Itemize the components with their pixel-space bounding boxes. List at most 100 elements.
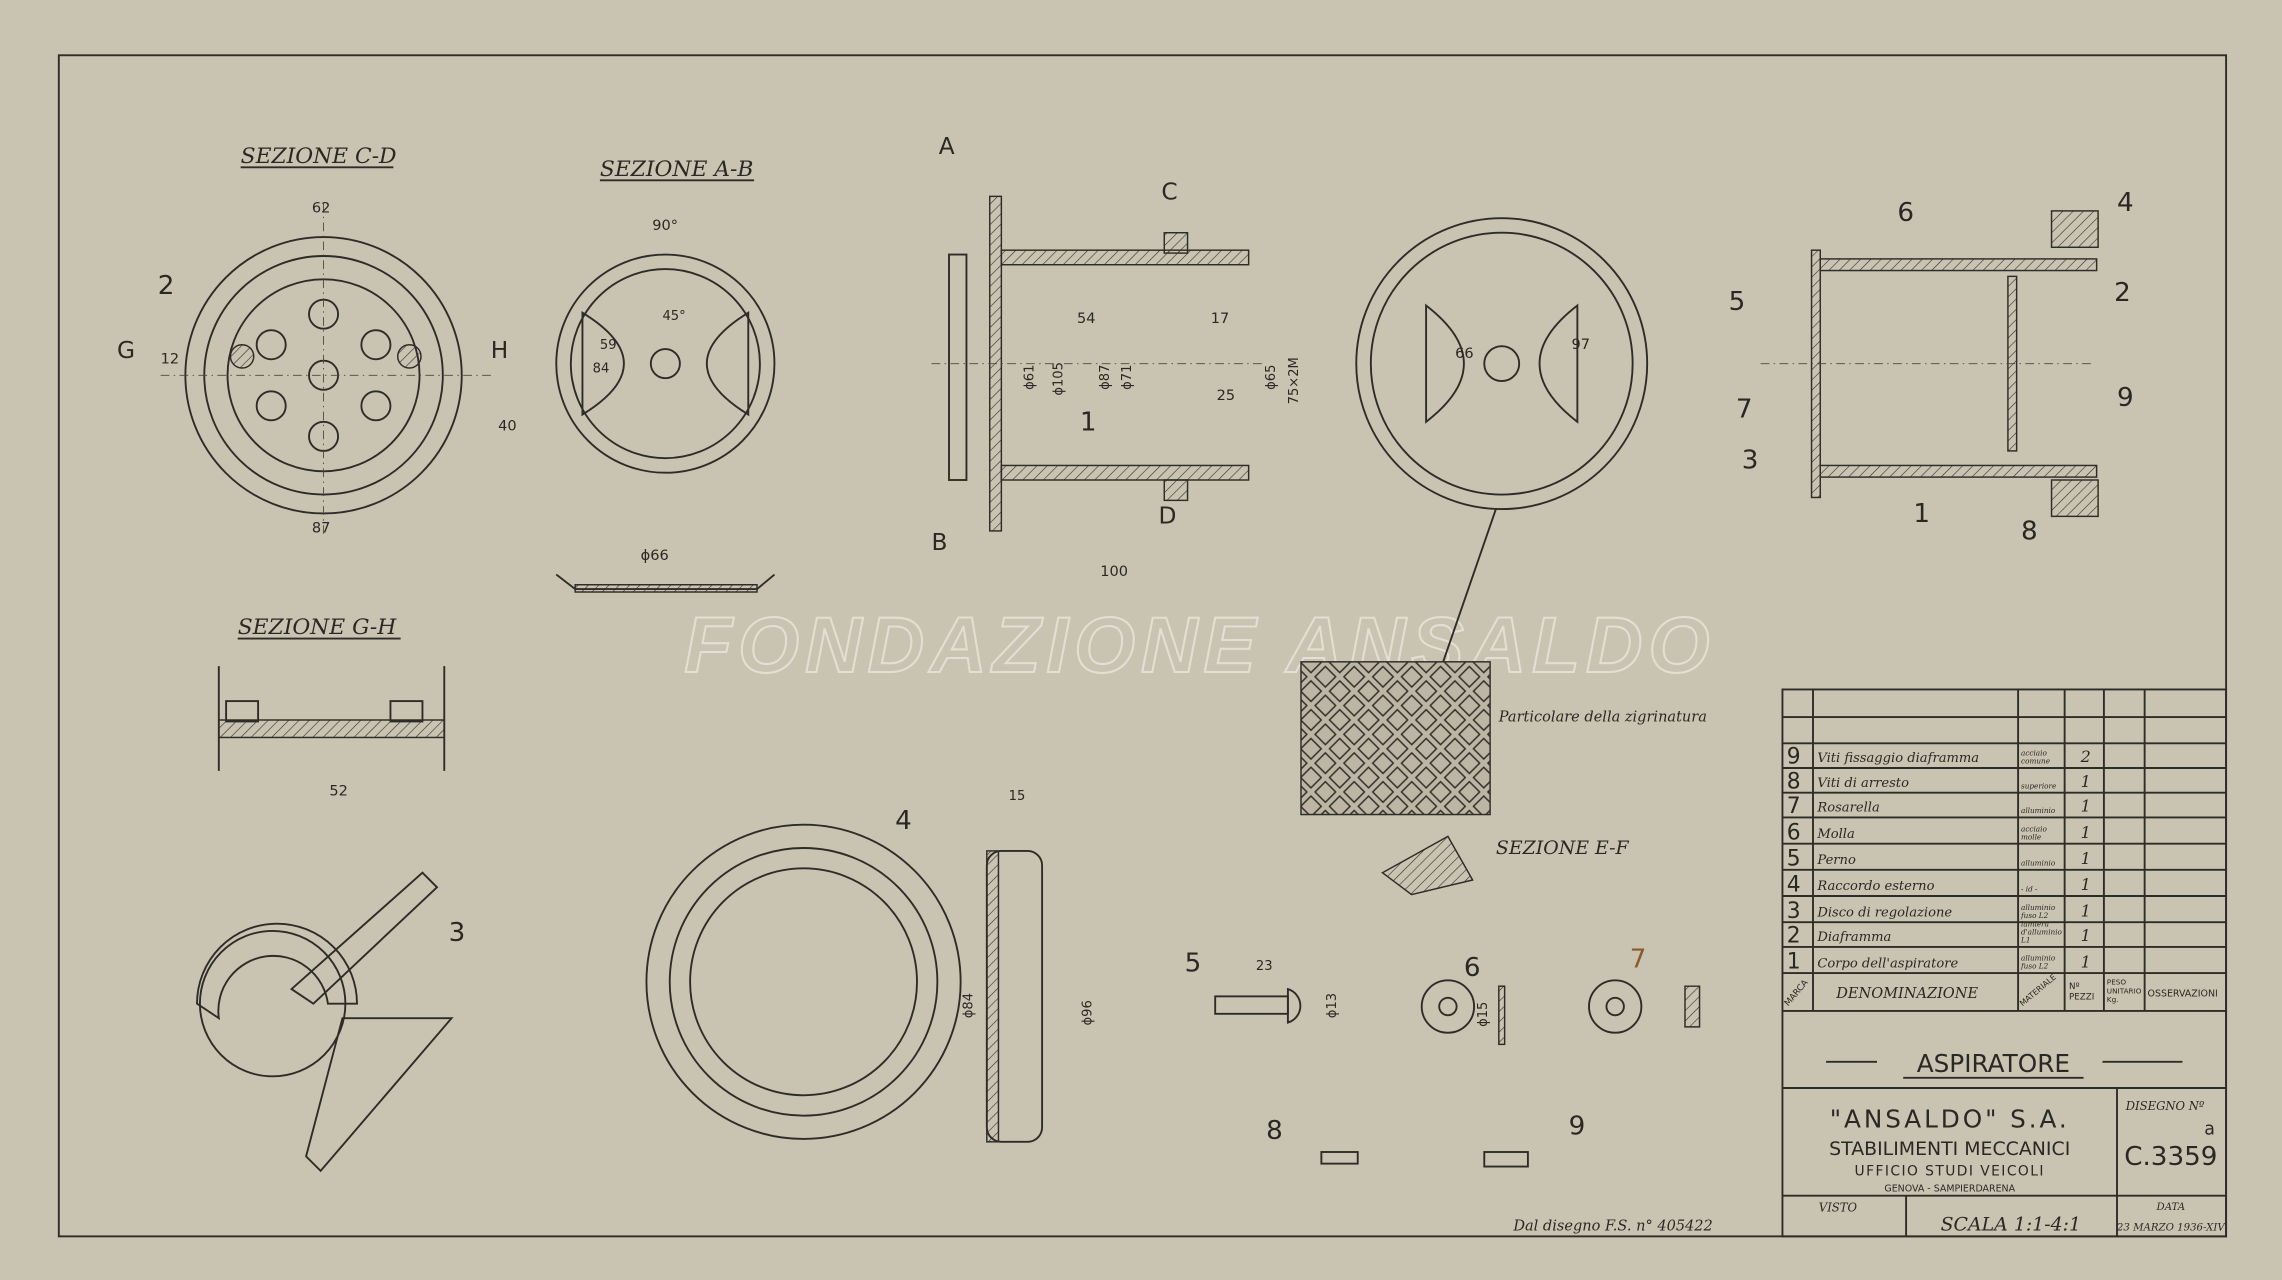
label-3: 3: [449, 918, 466, 948]
section-ef-title: SEZIONE E-F: [1496, 837, 1630, 859]
drawing-border: [57, 54, 2228, 1238]
assembly-label-7: 7: [1736, 394, 1753, 424]
dim-40: 40: [498, 419, 517, 435]
dim-17: 17: [1211, 311, 1230, 327]
assembly-label-4: 4: [2117, 188, 2134, 218]
parts-list-marca: 4: [1787, 873, 1801, 898]
parts-list-marca: 7: [1787, 794, 1801, 819]
dim-phi15: ϕ15: [1476, 1002, 1491, 1027]
parts-list-qty: 1: [2081, 926, 2091, 945]
marker-c: C: [1161, 178, 1177, 205]
view-knurl-detail: Particolare della zigrinatura SEZIONE E-…: [1300, 661, 1707, 896]
assembly-label-8: 8: [2021, 517, 2038, 547]
drawing-title: ASPIRATORE: [1917, 1049, 2070, 1078]
company-name: "ANSALDO" S.A.: [1830, 1104, 2070, 1133]
view-section-cd: SEZIONE C-D 62 87 40 12 G H: [117, 144, 517, 539]
dim-phi87: ϕ87: [1098, 365, 1113, 390]
parts-list-name: Rosarella: [1816, 801, 1879, 816]
parts-list-material: alluminio: [2021, 858, 2056, 867]
dim-62: 62: [312, 200, 331, 216]
view-end: 97 66: [1355, 217, 1649, 670]
parts-list-name: Viti fissaggio diaframma: [1817, 751, 1979, 766]
company-division: STABILIMENTI MECCANICI: [1829, 1138, 2070, 1160]
label-2: 2: [158, 271, 175, 301]
dim-phi71: ϕ71: [1120, 365, 1135, 390]
section-cd-title: SEZIONE C-D: [241, 144, 397, 169]
label-7: 7: [1630, 944, 1647, 974]
header-osservazioni: OSSERVAZIONI: [2148, 988, 2218, 999]
view-small-parts: 23 ϕ13 ϕ15: [1214, 959, 1701, 1168]
label-9: 9: [1569, 1112, 1586, 1142]
part-number-labels: 2 1 3 4 5 6 7 8 9 4 6 2 5 7 9 3 1 8: [158, 188, 2134, 1146]
assembly-label-9: 9: [2117, 383, 2134, 413]
date-value: 23 MARZO 1936-XIV: [2116, 1223, 2226, 1234]
view-section-gh: SEZIONE G-H 52: [217, 615, 446, 800]
view-section-ab: SEZIONE A-B 90° 45° 59 84: [555, 157, 776, 474]
dim-23: 23: [1256, 959, 1273, 974]
company-office: UFFICIO STUDI VEICOLI: [1855, 1163, 2045, 1179]
assembly-label-5: 5: [1729, 287, 1746, 317]
view-part-4: ϕ84 ϕ96 15: [645, 789, 1096, 1143]
parts-list-qty: 1: [2081, 823, 2091, 842]
scale: SCALA 1:1-4:1: [1941, 1214, 2081, 1236]
dim-59: 59: [600, 338, 617, 353]
parts-list-qty: 1: [2081, 952, 2091, 971]
dim-phi13: ϕ13: [1325, 993, 1340, 1018]
marker-h: H: [491, 337, 509, 364]
label-4: 4: [895, 806, 912, 836]
parts-list-qty: 1: [2081, 875, 2091, 894]
dim-97: 97: [1572, 337, 1591, 353]
parts-list-qty: 1: [2081, 849, 2091, 868]
parts-list-material: alluminio: [2021, 806, 2056, 815]
parts-list-material: superiore: [2021, 781, 2056, 790]
parts-list-name: Molla: [1816, 827, 1854, 842]
dim-52: 52: [329, 784, 348, 800]
view-part-3: [196, 871, 454, 1173]
parts-list-marca: 2: [1787, 924, 1801, 949]
section-ab-title: SEZIONE A-B: [600, 157, 754, 182]
label-6: 6: [1464, 953, 1481, 983]
assembly-label-1: 1: [1913, 499, 1930, 529]
view-section-main: A B C D 54 17 25 100 ϕ61 ϕ105 ϕ87 ϕ71 ϕ6…: [931, 133, 1302, 580]
parts-list-name: Disco di regolazione: [1816, 905, 1952, 920]
label-5: 5: [1185, 949, 1202, 979]
dim-phi66: ϕ66: [641, 548, 669, 564]
revision-letter: a: [2204, 1120, 2215, 1140]
dim-45deg: 45°: [662, 309, 685, 324]
parts-list-qty: 2: [2080, 747, 2091, 766]
knurl-detail-title: Particolare della zigrinatura: [1498, 709, 1707, 725]
parts-list-name: Corpo dell'aspiratore: [1817, 956, 1958, 971]
dim-15: 15: [1009, 789, 1026, 804]
section-gh-title: SEZIONE G-H: [238, 615, 398, 640]
dim-87: 87: [312, 520, 331, 536]
dim-75x2m: 75×2M: [1287, 357, 1302, 404]
parts-list-name: Perno: [1816, 853, 1856, 868]
parts-list-qty: 1: [2081, 797, 2091, 816]
watermark: FONDAZIONE ANSALDO: [684, 601, 1715, 689]
marker-g: G: [117, 337, 135, 364]
header-denominazione: DENOMINAZIONE: [1835, 986, 1978, 1002]
parts-list-marca: 9: [1787, 745, 1801, 770]
dim-phi65: ϕ65: [1264, 365, 1279, 390]
dim-phi61: ϕ61: [1022, 365, 1037, 390]
view-diaphragm-profile: ϕ66: [555, 548, 776, 593]
assembly-label-6: 6: [1897, 198, 1914, 228]
drawing-number: C.3359: [2124, 1142, 2217, 1172]
parts-list-row: 7 Rosarella alluminio 1: [1787, 794, 2091, 819]
parts-list-name: Viti di arresto: [1817, 776, 1909, 791]
parts-list-marca: 1: [1787, 950, 1801, 975]
company-location: GENOVA - SAMPIERDARENA: [1884, 1183, 2015, 1194]
marker-d: D: [1158, 503, 1176, 530]
